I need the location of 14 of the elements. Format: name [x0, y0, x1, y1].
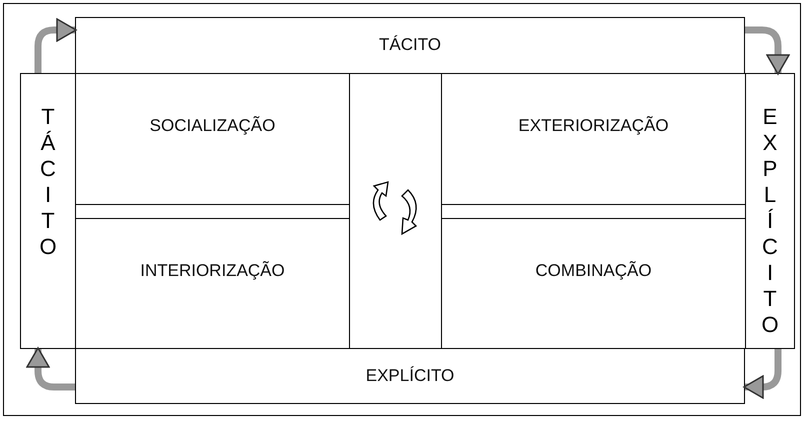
quadrant-label: SOCIALIZAÇÃO: [150, 116, 276, 136]
curved-arrow: [26, 347, 75, 390]
quadrant-label: EXTERIORIZAÇÃO: [518, 116, 669, 136]
band-label: TÁCITO: [378, 35, 442, 55]
panel-background: [75, 17, 745, 74]
quadrant-label: INTERIORIZAÇÃO: [140, 261, 285, 281]
band-label: TÁCITO: [39, 104, 57, 260]
panel-background: [20, 73, 76, 349]
panel-background: [745, 73, 795, 349]
panel-background: [75, 348, 745, 404]
quadrant-label: COMBINAÇÃO: [535, 261, 652, 281]
band-label: EXPLÍCITO: [366, 366, 454, 386]
curved-arrow: [34, 18, 77, 73]
band-label: EXPLÍCITO: [761, 104, 779, 338]
